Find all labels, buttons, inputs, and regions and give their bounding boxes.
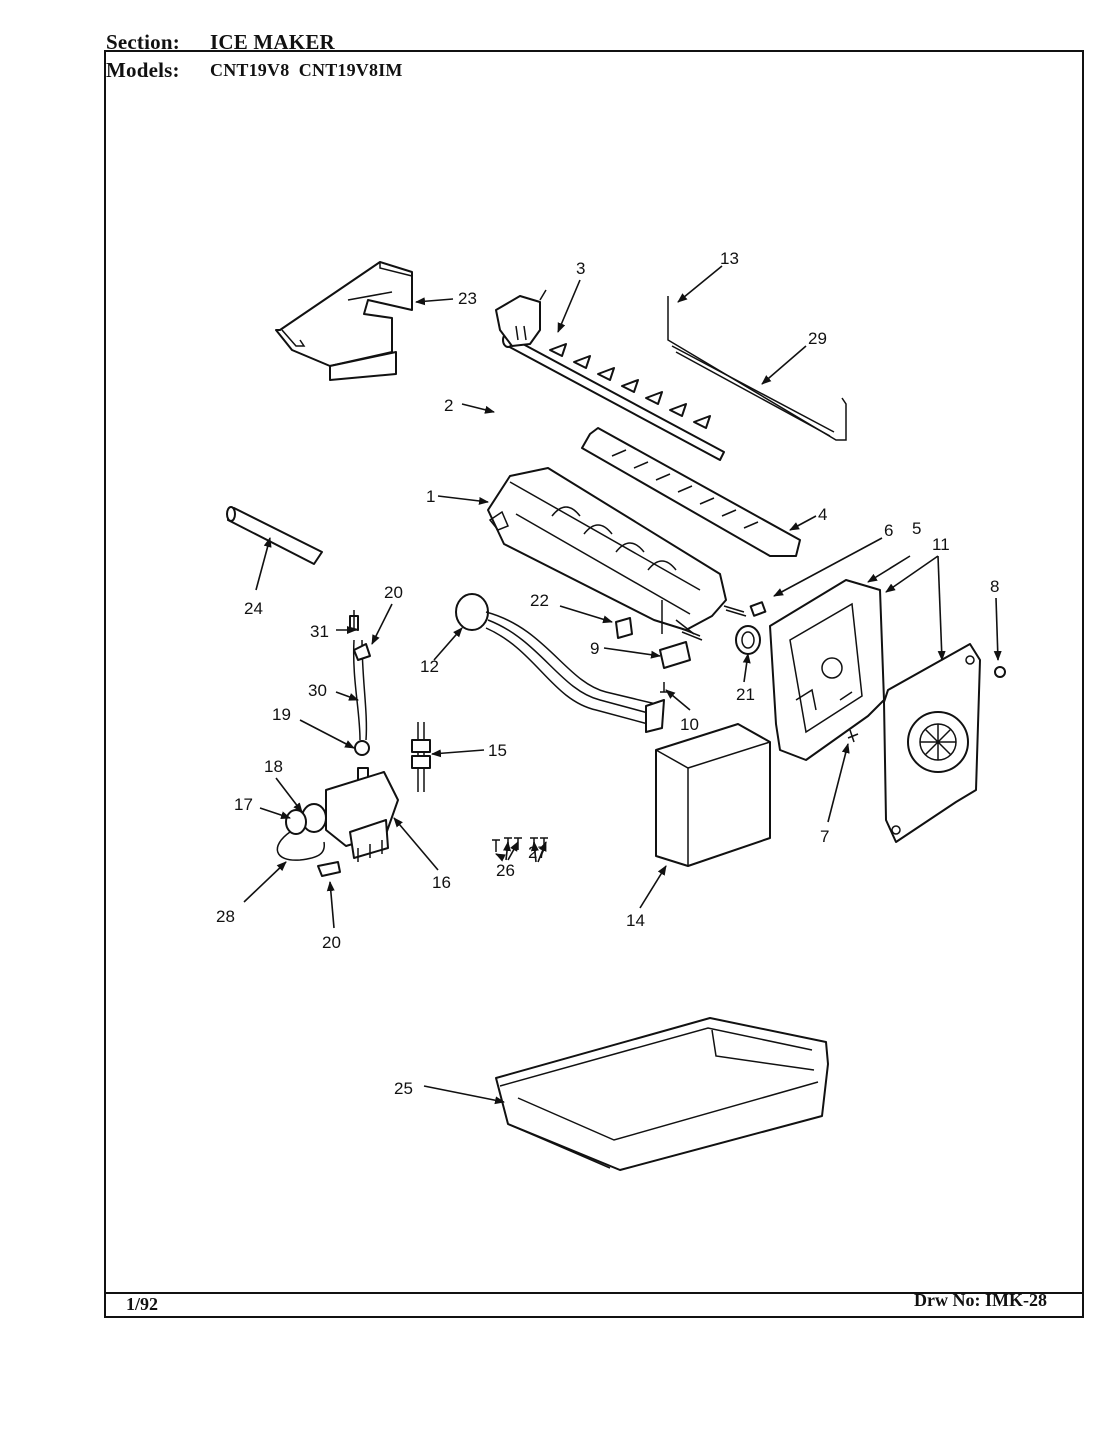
callout-7: 7 xyxy=(820,827,829,846)
callout-24: 24 xyxy=(244,599,263,618)
footer-drawing-number: Drw No: IMK-28 xyxy=(914,1290,1047,1310)
callout-11: 11 xyxy=(932,535,950,554)
ice-bin-part xyxy=(495,1017,829,1171)
callout-21: 21 xyxy=(736,685,755,704)
shutoff-arm-part xyxy=(847,643,1006,843)
callout-18: 18 xyxy=(264,757,283,776)
housing-part xyxy=(769,579,885,761)
heater-tube-part xyxy=(226,506,323,565)
callout-14: 14 xyxy=(626,911,645,930)
callout-27: 27 xyxy=(528,843,547,862)
callout-5: 5 xyxy=(912,519,921,538)
wire-harness-part xyxy=(455,593,665,733)
callout-13: 13 xyxy=(720,249,739,268)
models-label: Models: xyxy=(106,58,180,82)
cover-part xyxy=(655,723,771,867)
callout-16: 16 xyxy=(432,873,451,892)
callout-15: 15 xyxy=(488,741,507,760)
models-value: CNT19V8 CNT19V8IM xyxy=(210,60,403,80)
callout-12: 12 xyxy=(420,657,439,676)
ejector-part xyxy=(502,332,725,461)
callout-8: 8 xyxy=(990,577,999,596)
callout-30: 30 xyxy=(308,681,327,700)
callout-28: 28 xyxy=(216,907,235,926)
callout-1: 1 xyxy=(426,487,435,506)
callout-31: 31 xyxy=(310,622,329,641)
feeler-bar-part xyxy=(667,296,847,441)
callout-2: 2 xyxy=(444,396,453,415)
drawing-frame xyxy=(104,50,1084,1318)
callout-17: 17 xyxy=(234,795,253,814)
callout-labels: 23 3 13 29 2 1 4 6 5 11 8 22 9 12 10 21 … xyxy=(216,249,999,1098)
footer-date: 1/92 xyxy=(126,1294,159,1314)
leader-lines xyxy=(243,265,1002,1105)
callout-19: 19 xyxy=(272,705,291,724)
fill-cup-part xyxy=(275,261,413,381)
callout-29: 29 xyxy=(808,329,827,348)
callout-20-lower: 20 xyxy=(322,933,341,952)
stripper-part xyxy=(581,427,801,557)
coupling-part xyxy=(411,722,431,792)
footer-divider xyxy=(104,1292,1084,1294)
callout-3: 3 xyxy=(576,259,585,278)
small-hardware xyxy=(615,601,767,693)
callout-9: 9 xyxy=(590,639,599,658)
callout-26: 26 xyxy=(496,861,515,880)
callout-25: 25 xyxy=(394,1079,413,1098)
callout-22: 22 xyxy=(530,591,549,610)
fill-tube-part xyxy=(349,610,371,756)
callout-6: 6 xyxy=(884,521,893,540)
callout-20-upper: 20 xyxy=(384,583,403,602)
callout-23: 23 xyxy=(458,289,477,308)
callout-10: 10 xyxy=(680,715,699,734)
callout-4: 4 xyxy=(818,505,827,524)
water-valve-part xyxy=(276,767,399,877)
mold-part xyxy=(487,467,727,635)
bracket-part xyxy=(495,289,547,347)
